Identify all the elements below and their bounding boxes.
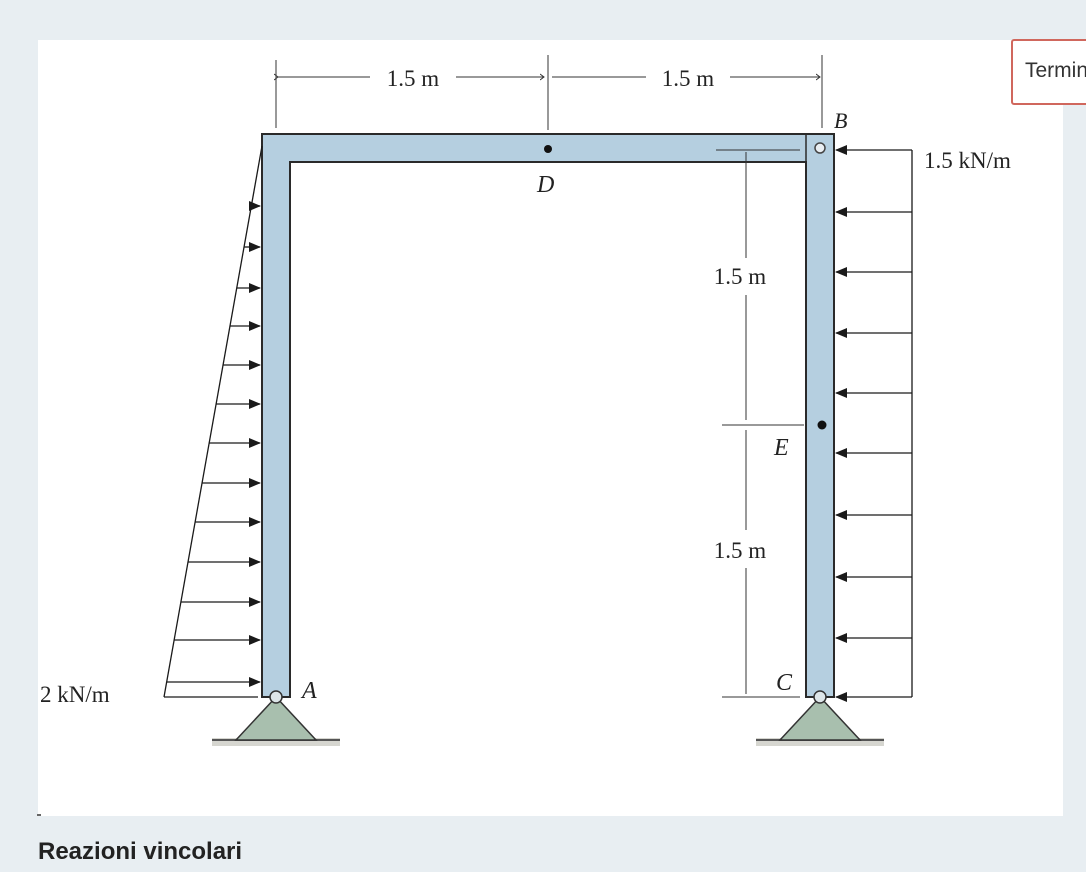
pin-a xyxy=(269,690,283,704)
load-left-label: 2 kN/m xyxy=(40,682,110,707)
dim-side-upper-label: 1.5 m xyxy=(714,264,767,289)
point-d-marker xyxy=(544,145,552,153)
dimension-top xyxy=(276,55,823,130)
pin-c xyxy=(813,690,827,704)
frame-member xyxy=(261,133,835,698)
section-title: Reazioni vincolari xyxy=(38,838,243,865)
dim-top-right-label: 1.5 m xyxy=(662,66,715,91)
dim-top-left-label: 1.5 m xyxy=(387,66,440,91)
point-a-label: A xyxy=(300,678,317,704)
dim-side-lower-label: 1.5 m xyxy=(714,538,767,563)
support-a xyxy=(234,695,318,741)
point-e-marker xyxy=(817,420,827,430)
point-c-label: C xyxy=(776,670,793,696)
support-c xyxy=(778,695,862,741)
point-d-label: D xyxy=(536,172,554,198)
load-right-arrows xyxy=(835,145,912,702)
frame-diagram: 1.5 m 1.5 m 1.5 m 1.5 m 2 kN/m 1.5 kN/m … xyxy=(40,55,1011,746)
figure-panel: 1.5 m 1.5 m 1.5 m 1.5 m 2 kN/m 1.5 kN/m … xyxy=(38,40,1063,816)
dimension-side xyxy=(716,149,804,698)
finish-tab-button[interactable]: Termina xyxy=(1011,39,1086,105)
point-e-label: E xyxy=(773,435,789,461)
load-left-arrows xyxy=(166,201,261,687)
load-left-distributed xyxy=(163,145,263,698)
load-right-label: 1.5 kN/m xyxy=(924,148,1011,173)
divider-mark xyxy=(37,814,41,816)
point-b-label: B xyxy=(834,108,847,133)
